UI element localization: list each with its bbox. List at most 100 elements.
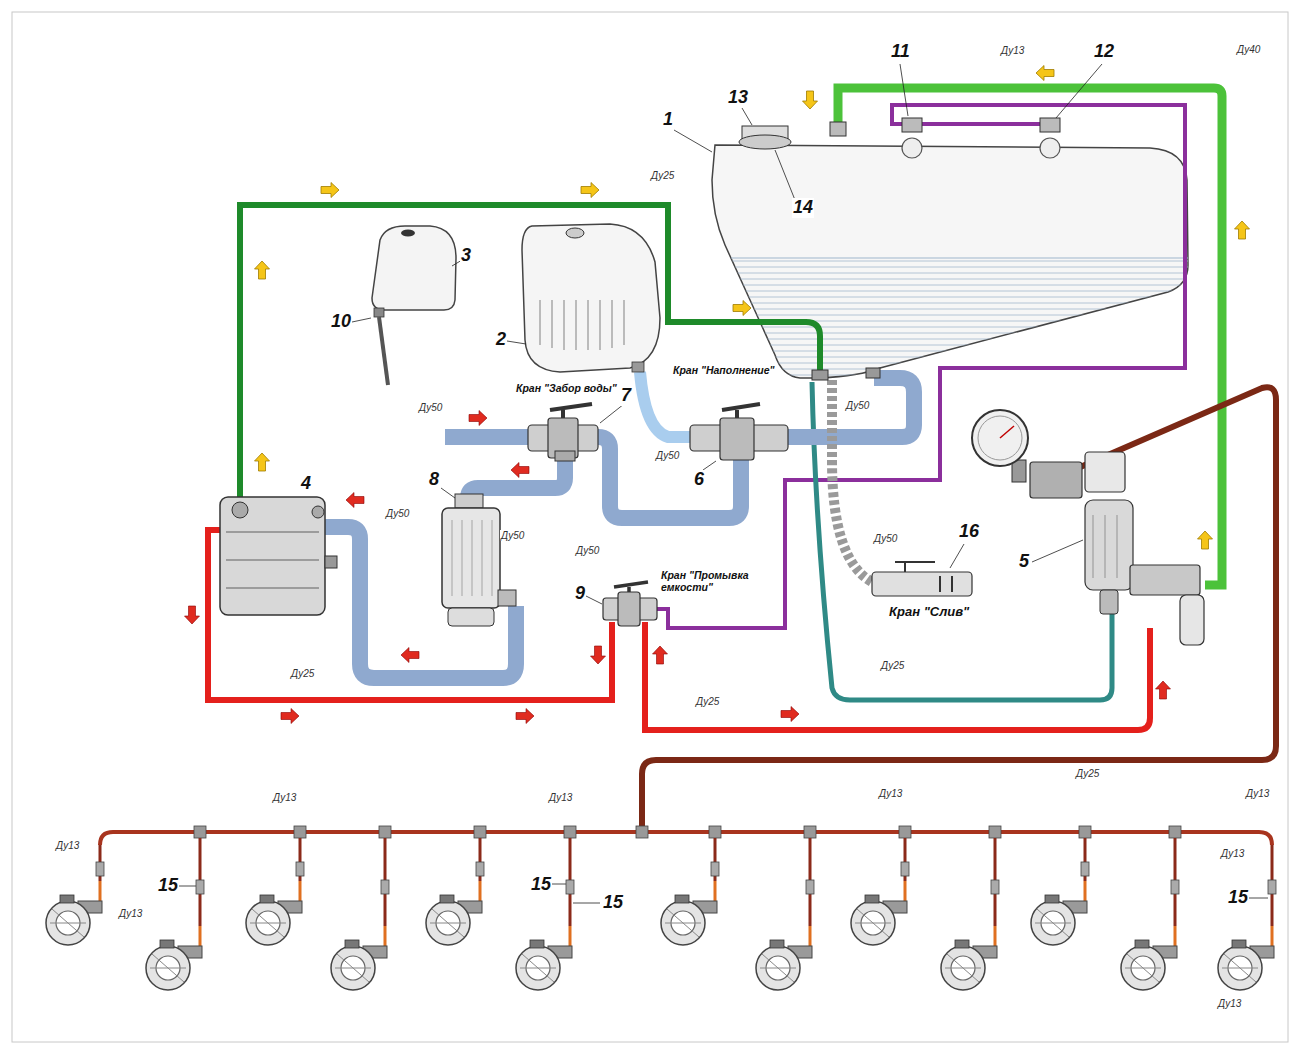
spray-nozzle xyxy=(146,940,202,990)
pipe-diameter: Ду13 xyxy=(1000,45,1025,56)
flow-arrow xyxy=(255,453,270,471)
spray-nozzle xyxy=(851,895,907,945)
flow-arrow xyxy=(346,493,364,508)
coupling xyxy=(806,880,814,894)
pipe-diameter: Ду50 xyxy=(845,400,870,411)
tank-port xyxy=(866,368,880,378)
wash-nozzle xyxy=(1040,118,1060,132)
coupling xyxy=(901,862,909,876)
filter-ribs xyxy=(1093,515,1117,578)
gauge-dial xyxy=(978,416,1022,460)
tap-pipe xyxy=(379,317,388,385)
brown-pipe xyxy=(642,387,1276,828)
coupling xyxy=(566,880,574,894)
drain-valve xyxy=(872,572,972,596)
tee xyxy=(1079,826,1091,838)
callout-number: 11 xyxy=(890,42,911,62)
tank-ribs xyxy=(540,300,624,350)
tank-cap xyxy=(566,228,584,238)
flow-arrow xyxy=(255,261,270,279)
callout-number: 5 xyxy=(1018,552,1030,572)
pipe-diameter: Ду13 xyxy=(118,908,143,919)
green-pipe xyxy=(240,205,820,497)
callout-number: 15 xyxy=(602,893,624,913)
flow-arrow xyxy=(1036,66,1054,81)
pump-port xyxy=(312,506,324,518)
rinse-tank xyxy=(522,224,660,372)
filter-drain xyxy=(1100,590,1118,614)
wash-head xyxy=(902,138,922,158)
regulator-block xyxy=(1030,462,1082,498)
tank-port xyxy=(812,370,828,380)
spray-nozzle xyxy=(331,940,387,990)
filter-bowl xyxy=(448,608,494,626)
callout-number: 13 xyxy=(727,88,749,108)
tee xyxy=(709,826,721,838)
wash-nozzle xyxy=(902,118,922,132)
flow-arrow xyxy=(581,183,599,198)
callout-number: 12 xyxy=(1093,42,1115,62)
flow-arrow xyxy=(1198,531,1213,549)
pipe-diameter: Ду25 xyxy=(1075,768,1100,779)
spray-nozzle xyxy=(516,940,572,990)
control-box xyxy=(1085,452,1125,492)
valve-core xyxy=(618,592,640,626)
tank-port xyxy=(632,362,644,372)
pipe-diameter: Ду13 xyxy=(1245,788,1270,799)
filter-ribs xyxy=(452,520,492,596)
liquid-level xyxy=(731,258,1188,259)
tee xyxy=(1169,826,1181,838)
pipe-diameter: Ду50 xyxy=(873,533,898,544)
flow-arrow xyxy=(281,709,299,724)
pipe-diameter: Ду13 xyxy=(1217,998,1242,1009)
pipe-diameter: Ду13 xyxy=(1220,848,1245,859)
tees xyxy=(194,826,1181,838)
lid-strainer xyxy=(739,135,791,149)
callout-number: 15 xyxy=(157,876,179,896)
pipe-diameter: Ду50 xyxy=(385,508,410,519)
purple-pipe xyxy=(655,105,1185,628)
spray-nozzle xyxy=(46,895,102,945)
coupling xyxy=(991,880,999,894)
coupling xyxy=(1171,880,1179,894)
pipe-diameter: Ду50 xyxy=(655,450,680,461)
section-manifold xyxy=(1130,565,1200,595)
coupling xyxy=(476,862,484,876)
tank-inlet xyxy=(830,122,846,136)
tee xyxy=(989,826,1001,838)
pipe-diameter: Ду25 xyxy=(880,660,905,671)
callout-number: 1 xyxy=(662,110,674,130)
frame xyxy=(12,12,1288,1042)
flow-arrows xyxy=(255,66,1250,550)
pump-detail xyxy=(226,532,319,588)
line-filter xyxy=(1180,595,1204,645)
valve-label: Кран "Наполнение" xyxy=(672,365,775,377)
valve-core xyxy=(720,418,754,460)
leader-line xyxy=(179,64,1268,903)
spray-nozzle xyxy=(426,895,482,945)
spray-nozzle xyxy=(1121,940,1177,990)
callout-number: 4 xyxy=(300,474,312,494)
flow-arrow xyxy=(516,709,534,724)
suction-pipe xyxy=(788,378,914,437)
pump-shaft xyxy=(325,556,337,568)
pressure-gauge xyxy=(972,410,1028,466)
tee xyxy=(294,826,306,838)
tee xyxy=(379,826,391,838)
callout-number: 2 xyxy=(495,330,507,350)
boom-line xyxy=(100,832,1272,845)
spray-nozzle xyxy=(1031,895,1087,945)
flow-arrow xyxy=(1235,221,1250,239)
pipe-diameter: Ду40 xyxy=(1236,44,1261,55)
flow-arrow xyxy=(401,648,419,663)
valve-handle xyxy=(722,404,760,418)
wash-tank xyxy=(372,226,456,310)
pump xyxy=(220,497,325,615)
main-tank xyxy=(712,145,1188,378)
valve-label: Кран "Промывка емкости" xyxy=(660,570,760,593)
callout-number: 3 xyxy=(460,246,472,266)
wash-head xyxy=(1040,138,1060,158)
